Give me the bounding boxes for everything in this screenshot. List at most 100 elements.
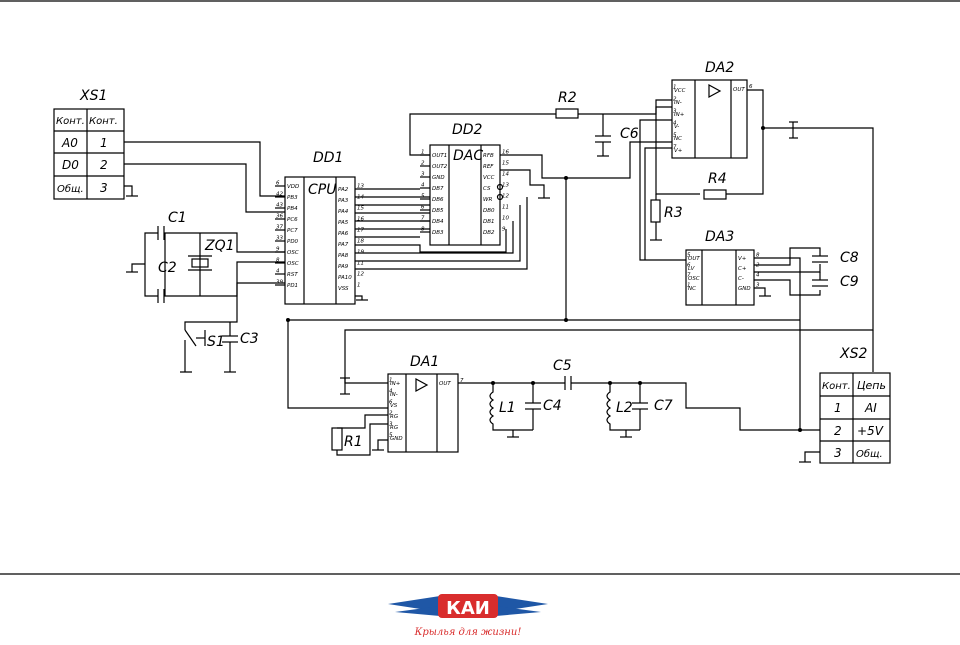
pin-number: 5	[687, 253, 691, 259]
logo-badge	[438, 594, 498, 618]
pin-name: DB4	[432, 219, 444, 225]
pin-name: VCC	[674, 88, 686, 94]
switch-s1	[184, 329, 197, 347]
xs1-cell: 2	[100, 158, 108, 172]
pin-number: 16	[357, 217, 364, 223]
pin-name: IN-	[674, 100, 682, 106]
wire	[639, 119, 686, 261]
pin-number: 6	[276, 181, 280, 187]
pin-name: VDD	[287, 184, 299, 190]
pin-name: NC	[674, 136, 682, 142]
pin-name: V-	[674, 124, 679, 130]
pin-number: 6	[421, 205, 425, 211]
pin-name: NC	[688, 286, 696, 292]
pin-number: 43	[276, 203, 283, 209]
wire	[355, 221, 514, 254]
pin-name: OSC	[688, 276, 700, 282]
dd1-ref: DD1	[313, 150, 343, 166]
pin-number: 33	[276, 236, 283, 242]
pin-number: 3	[389, 422, 393, 428]
pin-number: 8	[276, 258, 280, 264]
pin-number: 17	[357, 228, 364, 234]
pin-name: DB2	[483, 230, 495, 236]
pin-name: C+	[738, 266, 747, 272]
resistor-r2	[555, 108, 579, 119]
pin-number: 10	[502, 216, 509, 222]
da1-out-name: OUT	[439, 381, 451, 387]
pin-name: IN-	[390, 392, 398, 398]
xs2-cell: +5V	[857, 424, 884, 438]
wire	[754, 257, 801, 320]
pin-name: RFB	[483, 153, 494, 159]
c3-label: C3	[240, 331, 259, 347]
pin-number: 7	[673, 145, 677, 151]
pin-number: 4	[756, 273, 760, 279]
pin-name: DB0	[483, 208, 495, 214]
xs1-title: XS1	[79, 88, 107, 104]
xs1-cell: Общ.	[57, 183, 84, 195]
pin-number: 8	[756, 253, 760, 259]
da2-out-name: OUT	[733, 87, 745, 93]
zq1-label: ZQ1	[204, 238, 235, 254]
resistor-r4	[703, 189, 727, 200]
pin-name: PA3	[338, 198, 349, 204]
pin-name: PD1	[287, 283, 298, 289]
dd1-name: CPU	[308, 182, 336, 198]
pin-number: 13	[502, 183, 509, 189]
pin-number: 8	[421, 227, 425, 233]
pin-number: 15	[502, 161, 509, 167]
pin-name: PC7	[287, 228, 298, 234]
amplifier-triangle-icon	[415, 377, 429, 393]
crystal-zq1	[191, 258, 209, 268]
pin-name: RG	[390, 425, 398, 431]
wire	[355, 295, 363, 300]
pin-number: 4	[389, 389, 393, 395]
r3-label: R3	[664, 205, 683, 221]
pin-number: 1	[687, 283, 691, 289]
r4-label: R4	[708, 171, 727, 187]
c8-label: C8	[840, 250, 859, 266]
wire	[804, 451, 820, 462]
pin-name: DB6	[432, 197, 444, 203]
wire	[164, 232, 285, 297]
pin-name: OUT	[688, 256, 700, 262]
xs2-header-1: Конт.	[822, 381, 851, 392]
pin-name: PA2	[338, 187, 349, 193]
pin-name: PA9	[338, 264, 349, 270]
pin-number: 4	[421, 183, 425, 189]
kai-logo: КАИ Крылья для жизни!	[388, 594, 548, 638]
pin-number: 4	[276, 269, 280, 275]
wire	[377, 439, 388, 450]
r2-label: R2	[558, 90, 577, 106]
wire	[726, 128, 764, 195]
xs2-cell: 3	[834, 446, 842, 460]
xs1-header-1: Конт.	[56, 116, 85, 127]
test-point-icon	[789, 121, 798, 139]
pin-name: WR	[483, 197, 492, 203]
pin-marker	[496, 193, 504, 201]
pin-name: PD0	[287, 239, 299, 245]
pin-number: 13	[357, 184, 364, 190]
da2-out-num: 6	[749, 84, 753, 90]
c5-label: C5	[553, 358, 572, 374]
output-filter: C5 L1 C4 L2 C7	[458, 358, 800, 438]
xs1-cell: D0	[62, 158, 79, 172]
pin-number: 1	[421, 150, 425, 156]
logo-slogan: Крылья для жизни!	[414, 627, 522, 638]
pin-name: IN+	[390, 381, 401, 387]
pin-number: 5	[389, 433, 393, 439]
pin-number: 1	[673, 85, 677, 91]
pin-number: 2	[389, 411, 393, 417]
pin-name: GND	[390, 436, 403, 442]
pin-name: LV	[688, 266, 696, 272]
wire	[754, 247, 821, 266]
pin-number: 12	[357, 272, 364, 278]
xs1-cell: 1	[100, 136, 108, 150]
pin-name: PA4	[338, 209, 349, 215]
da2-ref: DA2	[705, 60, 734, 76]
xs1-connector: XS1 Конт. Конт. A0 1 D0 2 Общ. 3	[53, 88, 125, 200]
dd2-dac: DD2 DAC 1OUT12OUT23GND4DB75DB66DB57DB48D…	[420, 122, 509, 246]
wire	[355, 197, 528, 270]
